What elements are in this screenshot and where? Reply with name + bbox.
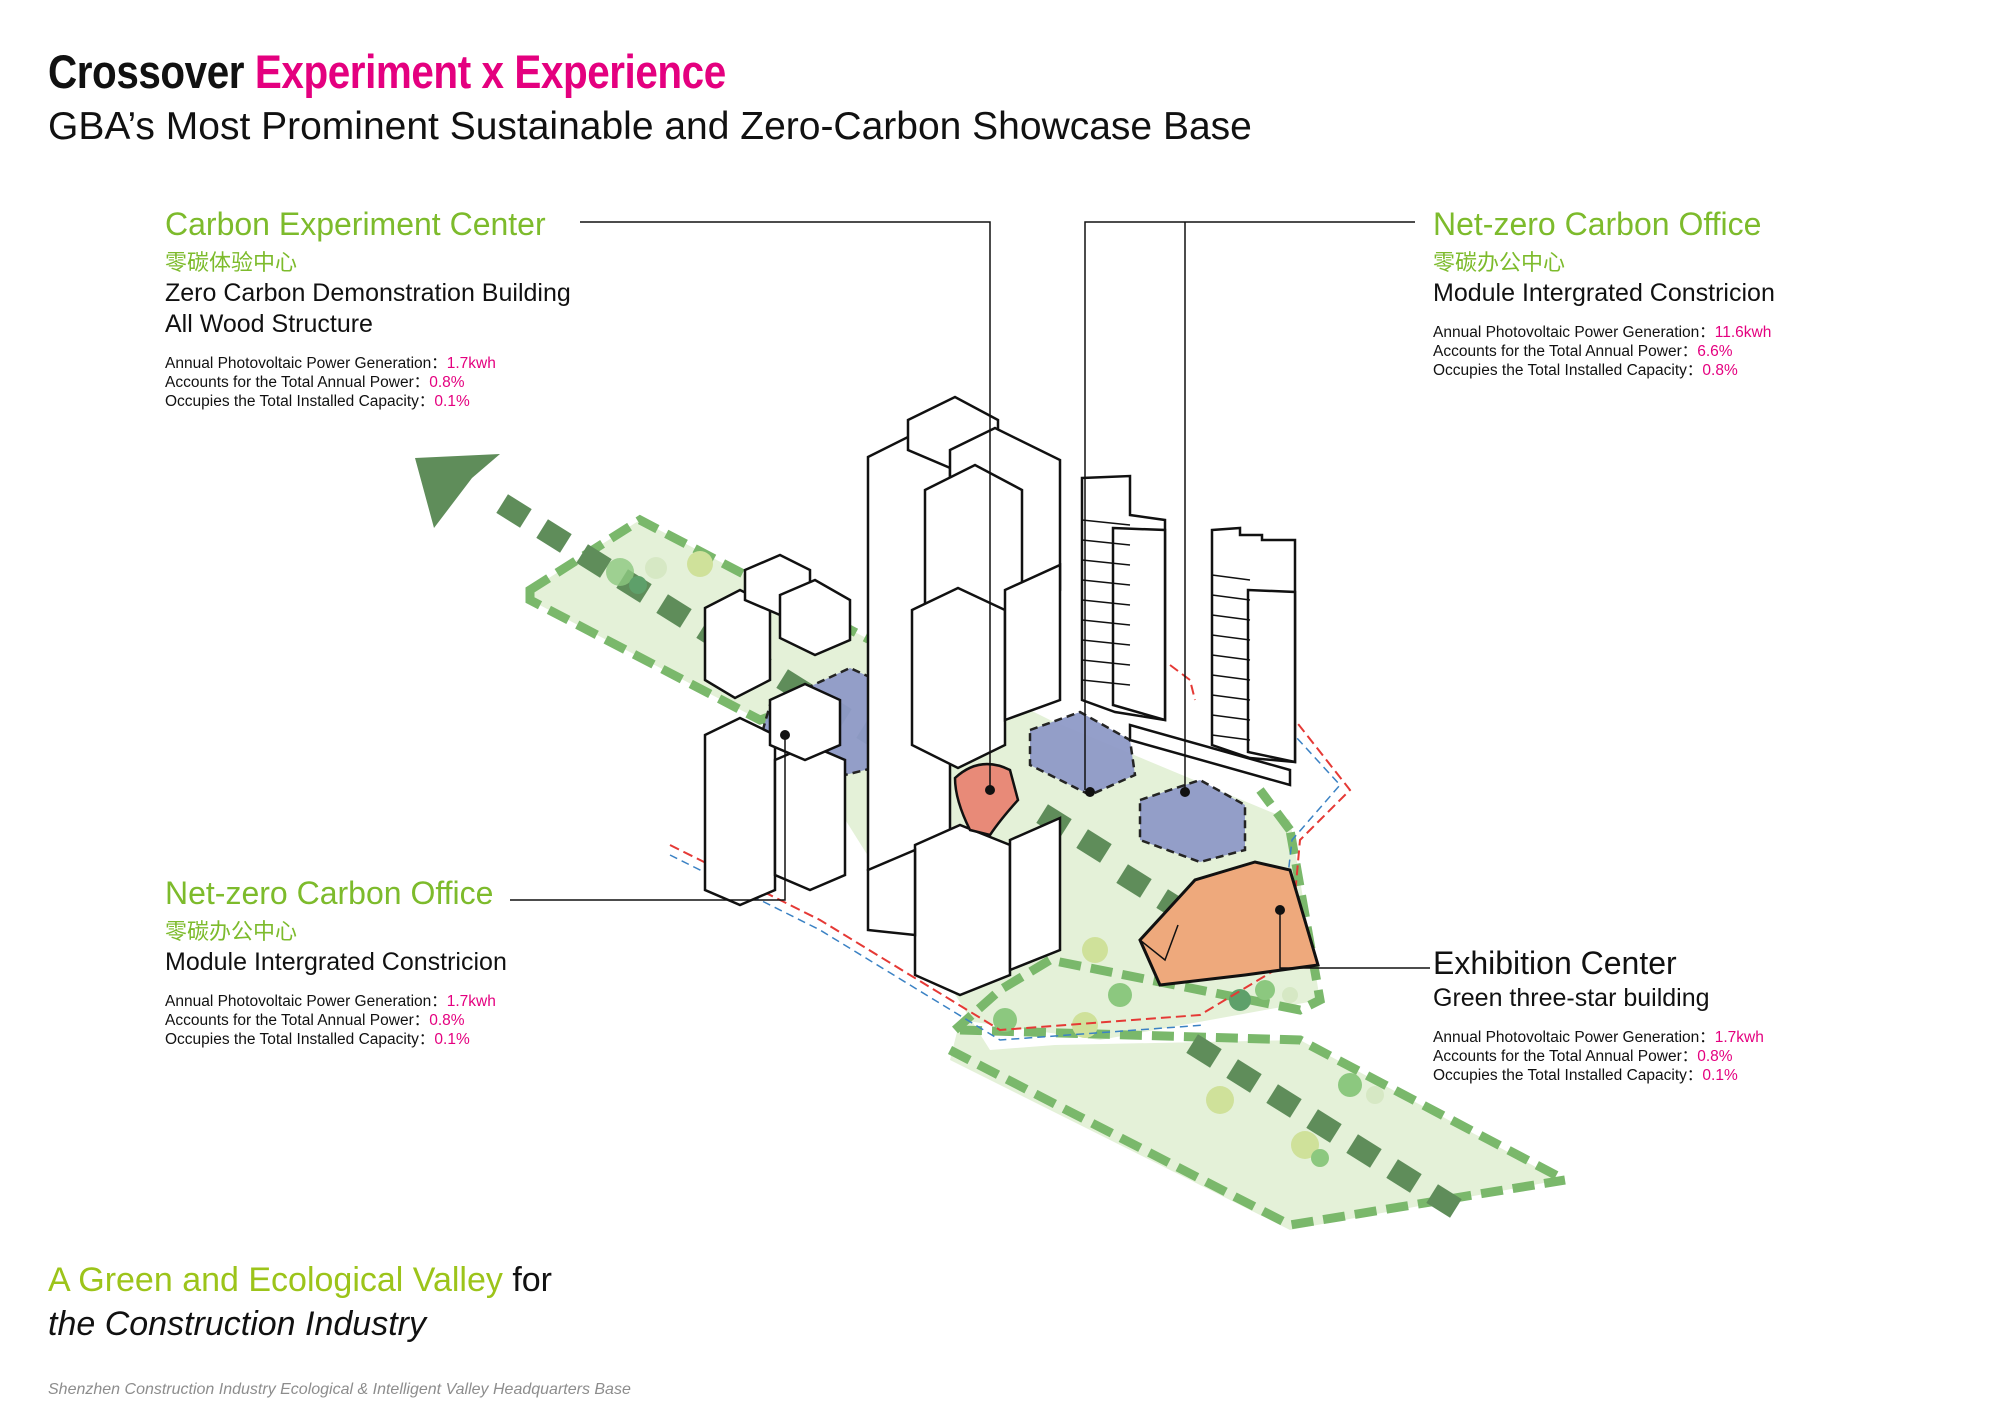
tagline: A Green and Ecological Valley for the Co… [48,1258,552,1346]
callout-description-1: Module Intergrated Constricion [1433,279,1775,307]
tagline-line-1: A Green and Ecological Valley for [48,1258,552,1302]
stat-value: 0.1% [434,393,470,410]
stat-row: Annual Photovoltaic Power Generation：1.7… [1433,1028,1764,1047]
callout-chinese-name: 零碳体验中心 [165,250,298,275]
tagline-green-text: A Green and Ecological Valley [48,1261,503,1299]
stat-row: Accounts for the Total Annual Power：6.6% [1433,342,1775,361]
stat-value: 0.8% [429,374,465,391]
title-black-part: Crossover [48,45,245,98]
callout-exhibition-center: Exhibition Center Green three-star build… [1433,945,1764,1085]
title-pink-part: Experiment x Experience [254,45,726,98]
stat-label: Occupies the Total Installed Capacity： [165,393,435,410]
stat-row: Occupies the Total Installed Capacity：0.… [1433,361,1775,380]
leader-lines [510,221,1430,969]
stat-label: Annual Photovoltaic Power Generation： [1433,324,1715,341]
callout-stats: Annual Photovoltaic Power Generation：1.7… [165,992,507,1049]
stat-value: 11.6kwh [1714,324,1772,341]
footer-caption: Shenzhen Construction Industry Ecologica… [48,1381,631,1398]
stat-label: Occupies the Total Installed Capacity： [1433,362,1703,379]
callout-stats: Annual Photovoltaic Power Generation：11.… [1433,323,1775,380]
stat-value: 1.7kwh [1714,1029,1764,1046]
callout-description-1: Green three-star building [1433,984,1710,1012]
callout-description-1: Zero Carbon Demonstration Building [165,279,571,307]
stat-value: 0.8% [1697,1048,1733,1065]
stat-label: Accounts for the Total Annual Power： [1433,343,1698,360]
callout-net-zero-office-left: Net-zero Carbon Office 零碳办公中心 Module Int… [165,875,507,1049]
stat-row: Occupies the Total Installed Capacity：0.… [165,1030,507,1049]
stat-row: Occupies the Total Installed Capacity：0.… [1433,1066,1764,1085]
callout-description-2: All Wood Structure [165,310,373,338]
stat-row: Occupies the Total Installed Capacity：0.… [165,392,571,411]
stat-value: 0.8% [429,1012,465,1029]
tagline-line-2: the Construction Industry [48,1305,426,1343]
stat-row: Accounts for the Total Annual Power：0.8% [165,373,571,392]
callout-net-zero-office-right: Net-zero Carbon Office 零碳办公中心 Module Int… [1433,206,1775,380]
page-subtitle: GBA’s Most Prominent Sustainable and Zer… [48,105,1252,148]
facade-lines [1081,519,1251,741]
stat-label: Occupies the Total Installed Capacity： [1433,1067,1703,1084]
stat-row: Annual Photovoltaic Power Generation：11.… [1433,323,1775,342]
stat-row: Annual Photovoltaic Power Generation：1.7… [165,992,507,1011]
stat-value: 0.1% [1702,1067,1738,1084]
stat-row: Accounts for the Total Annual Power：0.8% [165,1011,507,1030]
stat-label: Annual Photovoltaic Power Generation： [1433,1029,1715,1046]
callout-title: Net-zero Carbon Office [165,875,494,911]
callout-stats: Annual Photovoltaic Power Generation：1.7… [1433,1028,1764,1085]
carbon-experiment-center-roof [953,762,1020,837]
callout-title: Net-zero Carbon Office [1433,206,1762,242]
stat-label: Annual Photovoltaic Power Generation： [165,355,447,372]
stat-label: Accounts for the Total Annual Power： [1433,1048,1698,1065]
page-title: Crossover Experiment x Experience [48,44,726,99]
stat-label: Occupies the Total Installed Capacity： [165,1031,435,1048]
callout-chinese-name: 零碳办公中心 [165,919,298,944]
stat-row: Annual Photovoltaic Power Generation：1.7… [165,354,571,373]
stat-value: 0.8% [1702,362,1738,379]
callout-stats: Annual Photovoltaic Power Generation：1.7… [165,354,571,411]
stat-value: 1.7kwh [446,993,496,1010]
stat-label: Accounts for the Total Annual Power： [165,1012,430,1029]
stat-label: Accounts for the Total Annual Power： [165,374,430,391]
stat-value: 0.1% [434,1031,470,1048]
building-massing [703,395,1297,997]
callout-carbon-experiment-center: Carbon Experiment Center 零碳体验中心 Zero Car… [165,206,571,411]
tagline-black-text: for [502,1261,552,1299]
callout-title: Carbon Experiment Center [165,206,546,242]
callout-chinese-name: 零碳办公中心 [1433,250,1566,275]
leader-dots [780,730,1285,915]
stat-value: 6.6% [1697,343,1733,360]
stat-row: Accounts for the Total Annual Power：0.8% [1433,1047,1764,1066]
callout-title: Exhibition Center [1433,945,1677,981]
exhibition-center-roof [1138,860,1320,987]
stat-label: Annual Photovoltaic Power Generation： [165,993,447,1010]
stat-value: 1.7kwh [446,355,496,372]
callout-description-1: Module Intergrated Constricion [165,948,507,976]
